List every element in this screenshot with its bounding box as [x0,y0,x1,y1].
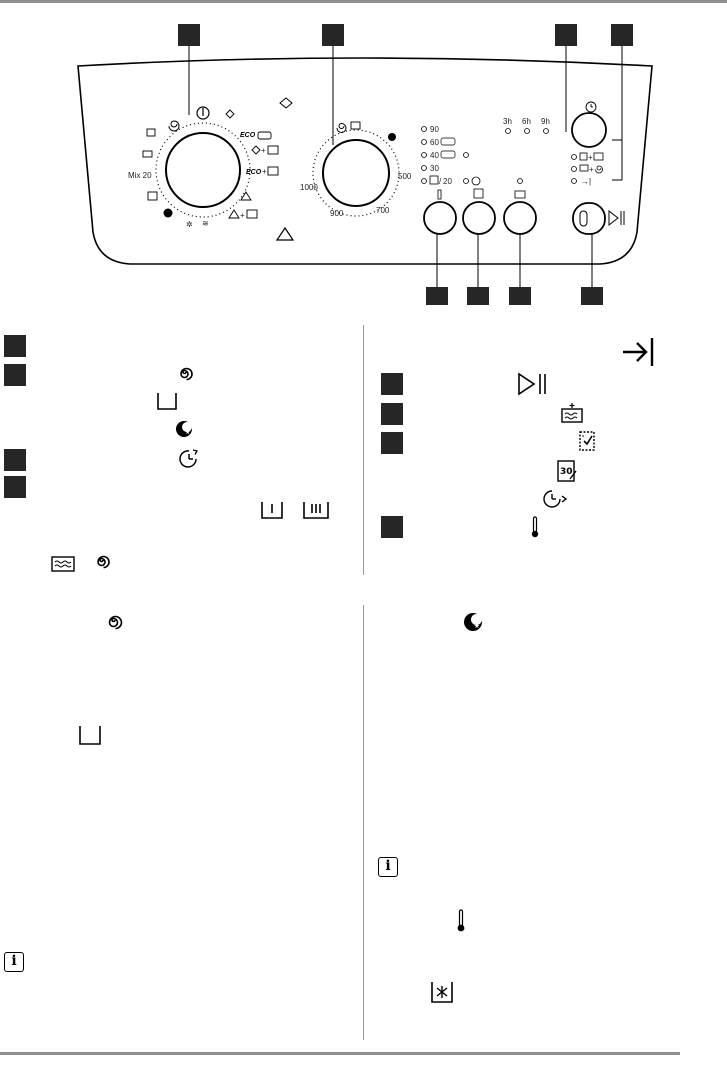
delay-6h: 6h [522,117,531,126]
single-rinse-icon [261,502,283,519]
spin-700: 700 [376,206,390,215]
legend-square-6 [381,403,403,425]
quick-wash-icon: 30 [557,460,577,482]
spin-500: 500 [398,172,412,181]
delay-start-icon [179,449,198,468]
spin-icon [180,367,193,381]
spin-1000: 1000 [300,183,318,192]
drain-icon [157,393,177,410]
svg-text:★: ★ [185,429,190,436]
eco-label-2: ECO [246,169,262,176]
info-icon-left: i [4,952,24,972]
prewash-icon [561,403,583,423]
bottom-rule [0,1052,680,1055]
temperature-leds: 90 60 40 30 / 20 [421,125,481,186]
svg-text:40: 40 [430,151,439,160]
info-icon-right: i [378,857,398,877]
night-section-icon: ★ [464,613,482,631]
svg-text:60: 60 [430,138,439,147]
spin-section-icon [108,615,123,630]
cold-icon [431,982,453,1003]
callout-square-7 [509,287,531,305]
legend-square-1 [4,335,26,357]
programme-knob [165,132,241,208]
thermometer-icon [531,516,539,538]
legend-square-5 [381,373,403,395]
eco-label-1: ECO [240,132,256,139]
delay-9h: 9h [541,117,550,126]
start-pause-icon [518,372,546,396]
svg-text:★: ★ [474,622,480,630]
mix-label: Mix 20 [128,171,152,180]
svg-text:+: + [589,165,594,174]
svg-text:30: 30 [560,467,573,477]
callout-square-4 [611,24,633,46]
svg-text:→|: →| [581,177,591,186]
legend-square-8 [381,516,403,538]
temperature-button [423,201,457,235]
spin-knob [322,139,390,207]
callout-square-6 [467,287,489,305]
svg-text:≋: ≋ [202,219,209,228]
rinse-hold-icon [51,556,75,572]
callout-square-1 [178,24,200,46]
callout-square-2 [322,24,344,46]
svg-text:/: / [439,177,442,186]
legend-square-3 [4,449,26,471]
prewash-button [503,201,537,235]
end-arrow-icon [623,338,654,366]
svg-text:+: + [261,146,266,155]
delay-3h: 3h [503,117,512,126]
callout-square-8 [581,287,603,305]
legend-square-7 [381,432,403,454]
svg-text:30: 30 [430,164,439,173]
spin-icon-small [97,555,110,569]
table-divider-top [363,325,364,575]
delay-button [571,112,607,148]
time-saving-icon [543,490,568,508]
svg-text:✲: ✲ [186,220,193,229]
svg-text:90: 90 [430,125,439,134]
time-manager-button [462,201,496,235]
extra-rinse-icon [303,502,329,519]
svg-text:20: 20 [443,177,452,186]
start-pause-button [572,202,606,235]
thermometer-section-icon [457,909,465,932]
legend-square-2 [4,364,26,386]
spin-900: 900 [330,209,344,218]
legend-square-4 [4,476,26,498]
svg-text:+: + [240,211,245,220]
time-manager-icon [579,431,595,451]
column-divider-bottom [363,605,364,1040]
drain-section-icon [79,726,101,745]
svg-text:+: + [588,153,593,162]
svg-text:+: + [262,167,267,176]
top-rule [0,0,727,3]
panel-outline [77,57,653,265]
callout-square-3 [555,24,577,46]
callout-square-5 [426,287,448,305]
night-icon: ★ [176,421,192,437]
control-panel-diagram: Mix 20 ✲ ≋ ECO + ECO + + 500 700 900 100… [77,24,653,305]
